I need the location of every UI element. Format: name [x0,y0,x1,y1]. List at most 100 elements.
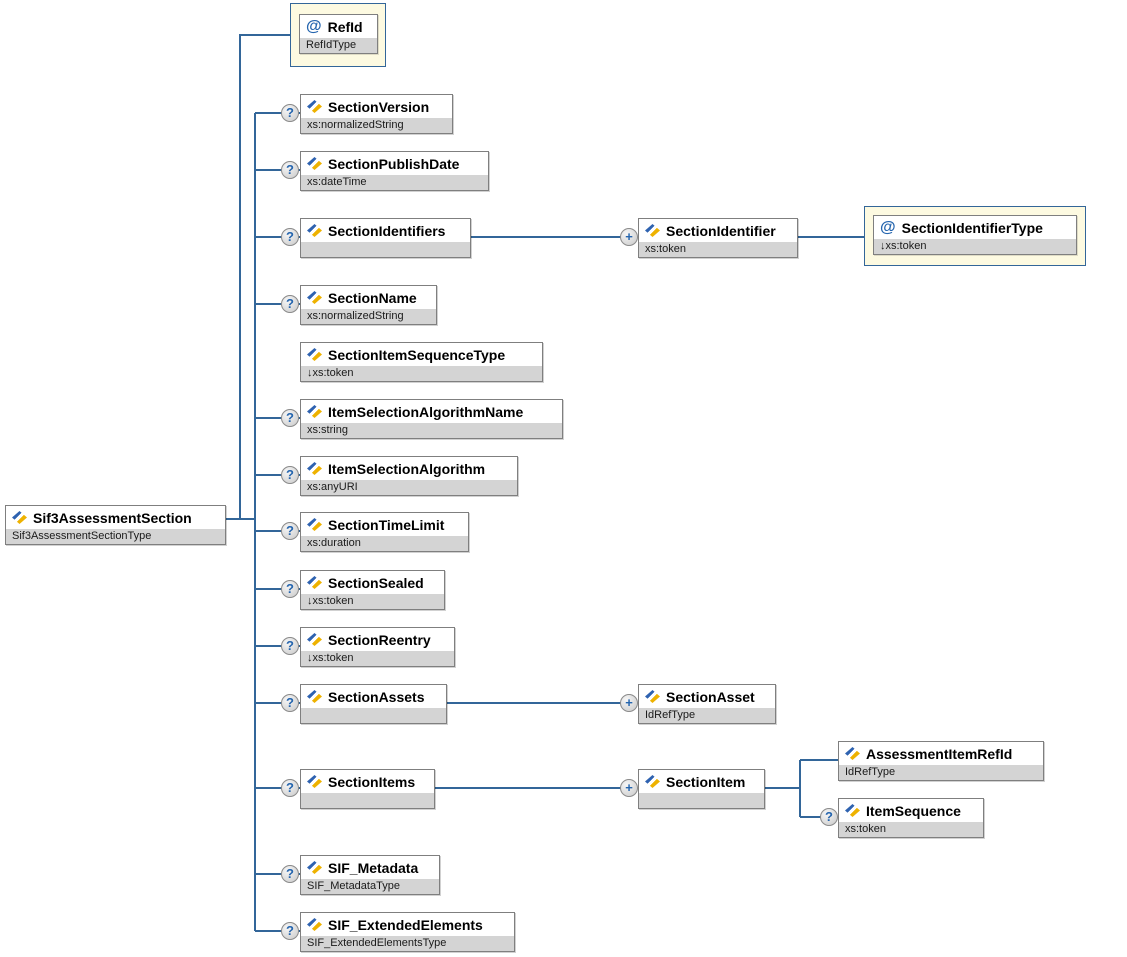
optional-indicator: ? [281,522,299,540]
element-name: ItemSelectionAlgorithmName [328,403,524,420]
repeat-indicator: + [620,779,638,797]
element-icon [307,100,322,113]
optional-indicator: ? [820,808,838,826]
element-sectionreentry[interactable]: SectionReentry ↓xs:token [300,627,455,667]
element-name: SectionSealed [328,574,424,591]
optional-indicator: ? [281,637,299,655]
element-type: IdRefType [839,765,1043,780]
element-type [301,708,446,723]
element-name: SIF_ExtendedElements [328,916,483,933]
element-icon [307,405,322,418]
attribute-sectionidentifiertype-wrapper[interactable]: @ SectionIdentifierType ↓xs:token [864,206,1086,266]
repeat-indicator: + [620,228,638,246]
element-icon [307,633,322,646]
element-sif3assessmentsection[interactable]: Sif3AssessmentSection Sif3AssessmentSect… [5,505,226,545]
element-icon [645,224,660,237]
element-sectiontimelimit[interactable]: SectionTimeLimit xs:duration [300,512,469,552]
element-name: Sif3AssessmentSection [33,509,192,526]
optional-indicator: ? [281,580,299,598]
element-type: SIF_MetadataType [301,879,439,894]
attribute-icon: @ [880,218,896,236]
optional-indicator: ? [281,228,299,246]
element-sifextendedelements[interactable]: SIF_ExtendedElements SIF_ExtendedElement… [300,912,515,952]
optional-indicator: ? [281,694,299,712]
element-name: SectionVersion [328,98,430,115]
element-type: ↓xs:token [301,366,542,381]
element-icon [12,511,27,524]
element-icon [307,576,322,589]
element-icon [307,348,322,361]
element-icon [307,224,322,237]
repeat-indicator: + [620,694,638,712]
optional-indicator: ? [281,409,299,427]
element-sectionitem[interactable]: SectionItem [638,769,765,809]
attribute-refid[interactable]: @ RefId RefIdType [299,14,378,54]
attribute-refid-wrapper[interactable]: @ RefId RefIdType [290,3,386,67]
optional-indicator: ? [281,865,299,883]
element-type: SIF_ExtendedElementsType [301,936,514,951]
element-icon [645,690,660,703]
element-type [301,793,434,808]
element-sifmetadata[interactable]: SIF_Metadata SIF_MetadataType [300,855,440,895]
attribute-sectionidentifiertype[interactable]: @ SectionIdentifierType ↓xs:token [873,215,1077,255]
element-name: SectionTimeLimit [328,516,445,533]
element-icon [307,690,322,703]
optional-indicator: ? [281,779,299,797]
element-sectionname[interactable]: SectionName xs:normalizedString [300,285,437,325]
element-name: SectionIdentifiers [328,222,446,239]
element-type: xs:token [639,242,797,257]
element-type: xs:dateTime [301,175,488,190]
element-icon [307,291,322,304]
element-type: Sif3AssessmentSectionType [6,529,225,544]
element-icon [645,775,660,788]
element-sectionpublishdate[interactable]: SectionPublishDate xs:dateTime [300,151,489,191]
element-type: IdRefType [639,708,775,723]
element-type [301,242,470,257]
optional-indicator: ? [281,466,299,484]
element-icon [307,157,322,170]
element-name: SectionIdentifier [666,222,776,239]
element-type [639,793,764,808]
attribute-icon: @ [306,17,322,35]
element-name: AssessmentItemRefId [866,745,1013,762]
element-sectionversion[interactable]: SectionVersion xs:normalizedString [300,94,453,134]
element-name: SectionItem [666,773,746,790]
element-assessmentitemrefid[interactable]: AssessmentItemRefId IdRefType [838,741,1044,781]
element-icon [307,518,322,531]
attribute-name: SectionIdentifierType [901,219,1043,236]
element-type: xs:normalizedString [301,309,436,324]
element-name: SectionReentry [328,631,431,648]
element-type: xs:anyURI [301,480,517,495]
element-name: SectionItemSequenceType [328,346,506,363]
element-icon [307,462,322,475]
element-itemselectionalgorithm[interactable]: ItemSelectionAlgorithm xs:anyURI [300,456,518,496]
element-sectionidentifier[interactable]: SectionIdentifier xs:token [638,218,798,258]
optional-indicator: ? [281,161,299,179]
element-name: SectionName [328,289,417,306]
attribute-type: ↓xs:token [874,239,1076,254]
element-name: SIF_Metadata [328,859,419,876]
element-itemsequence[interactable]: ItemSequence xs:token [838,798,984,838]
element-type: xs:string [301,423,562,438]
element-sectionitems[interactable]: SectionItems [300,769,435,809]
element-icon [845,747,860,760]
attribute-name: RefId [327,18,363,35]
element-icon [845,804,860,817]
element-sectionasset[interactable]: SectionAsset IdRefType [638,684,776,724]
element-sectionsealed[interactable]: SectionSealed ↓xs:token [300,570,445,610]
element-name: ItemSelectionAlgorithm [328,460,486,477]
optional-indicator: ? [281,104,299,122]
element-sectionidentifiers[interactable]: SectionIdentifiers [300,218,471,258]
element-sectionitemsequencetype[interactable]: SectionItemSequenceType ↓xs:token [300,342,543,382]
element-name: SectionAsset [666,688,755,705]
element-sectionassets[interactable]: SectionAssets [300,684,447,724]
element-type: xs:normalizedString [301,118,452,133]
element-name: ItemSequence [866,802,961,819]
element-itemselectionalgorithmname[interactable]: ItemSelectionAlgorithmName xs:string [300,399,563,439]
element-type: ↓xs:token [301,651,454,666]
element-icon [307,861,322,874]
element-name: SectionAssets [328,688,425,705]
element-type: xs:token [839,822,983,837]
element-name: SectionPublishDate [328,155,460,172]
